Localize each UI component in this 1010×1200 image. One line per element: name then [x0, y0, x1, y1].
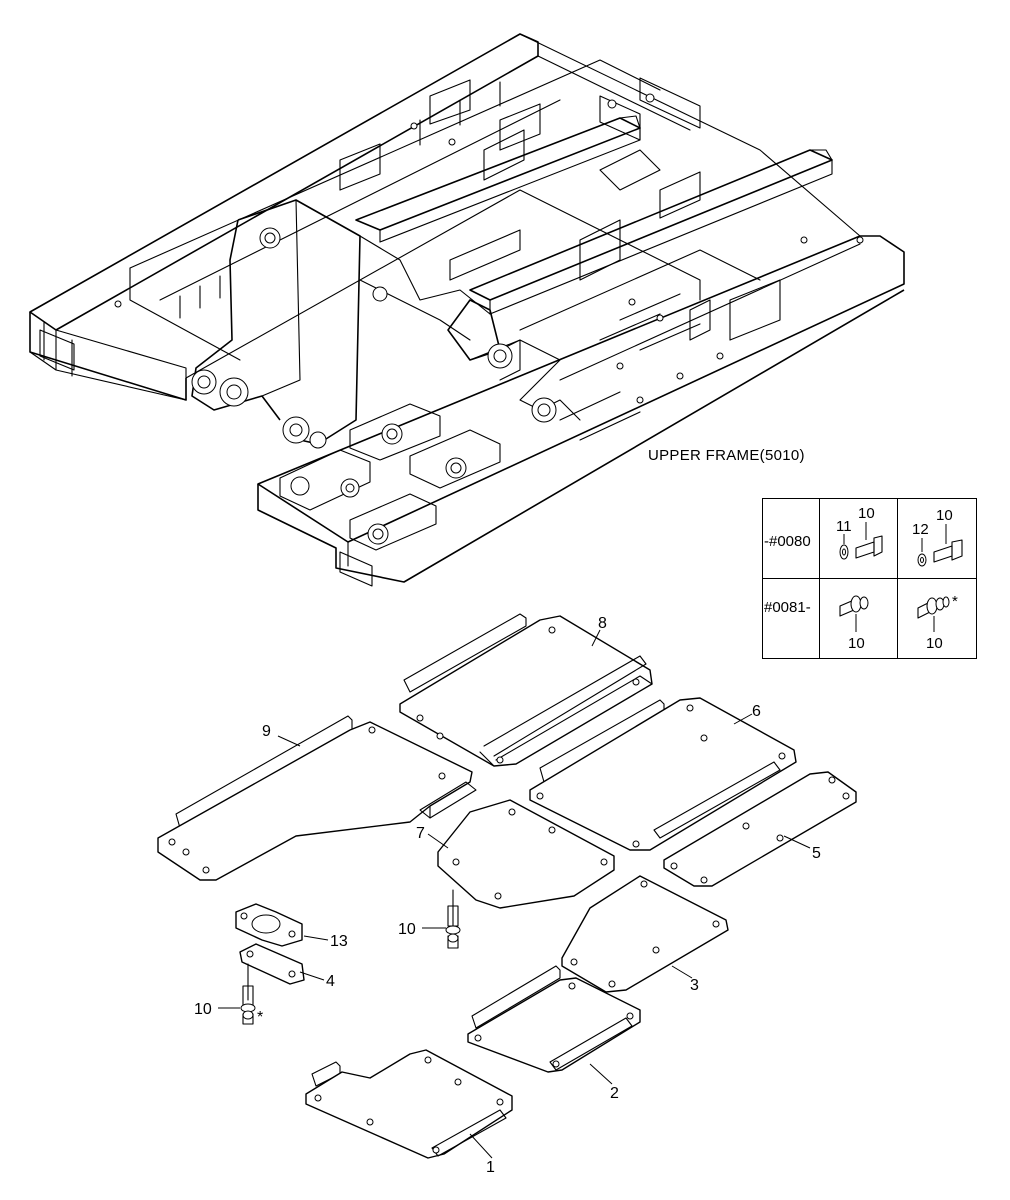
part-label-10: 10 — [936, 507, 953, 524]
callout-13: 13 — [330, 933, 348, 950]
callout-9: 9 — [262, 723, 271, 740]
diagram-title: UPPER FRAME(5010) — [648, 447, 805, 464]
asterisk-mark: * — [257, 1009, 263, 1026]
cover-plate-2 — [467, 965, 641, 1073]
upper-frame-assembly — [29, 33, 905, 587]
gasket-plate-13 — [235, 903, 303, 947]
bolt-icon — [240, 963, 256, 1025]
serial-range-row2: #0081- — [764, 599, 811, 616]
washer-icon — [839, 544, 849, 560]
cover-plate-5 — [663, 771, 857, 887]
callout-5: 5 — [812, 845, 821, 862]
serial-number-table: -#0080 #0081- 11 10 12 10 — [762, 498, 977, 659]
callout-6: 6 — [752, 703, 761, 720]
flange-bolt-icon — [839, 595, 869, 617]
callout-10-upper: 10 — [398, 921, 416, 938]
cover-plate-9 — [157, 715, 477, 881]
callout-2: 2 — [610, 1085, 619, 1102]
cover-plate-6 — [529, 697, 797, 851]
flange-bolt-with-washer-icon — [917, 596, 950, 619]
callout-3: 3 — [690, 977, 699, 994]
cover-plate-7 — [437, 799, 615, 909]
serial-range-row1: -#0080 — [764, 533, 811, 550]
part-label-10: 10 — [848, 635, 865, 652]
part-label-10: 10 — [858, 505, 875, 522]
cover-plate-4 — [239, 943, 305, 985]
callout-4: 4 — [326, 973, 335, 990]
part-label-10: 10 — [926, 635, 943, 652]
spring-washer-icon — [917, 553, 927, 567]
callout-10-lower: 10 — [194, 1001, 212, 1018]
bolt-icon — [933, 539, 963, 563]
callout-8: 8 — [598, 615, 607, 632]
part-label-12: 12 — [912, 521, 929, 538]
callout-1: 1 — [486, 1159, 495, 1176]
callout-7: 7 — [416, 825, 425, 842]
cover-plate-8 — [399, 613, 653, 767]
part-label-11: 11 — [836, 518, 852, 535]
bolt-icon — [445, 889, 461, 949]
asterisk-mark: * — [952, 593, 958, 610]
cover-plate-1 — [305, 1049, 513, 1159]
bolt-icon — [855, 535, 883, 559]
cover-plate-3 — [561, 875, 729, 993]
